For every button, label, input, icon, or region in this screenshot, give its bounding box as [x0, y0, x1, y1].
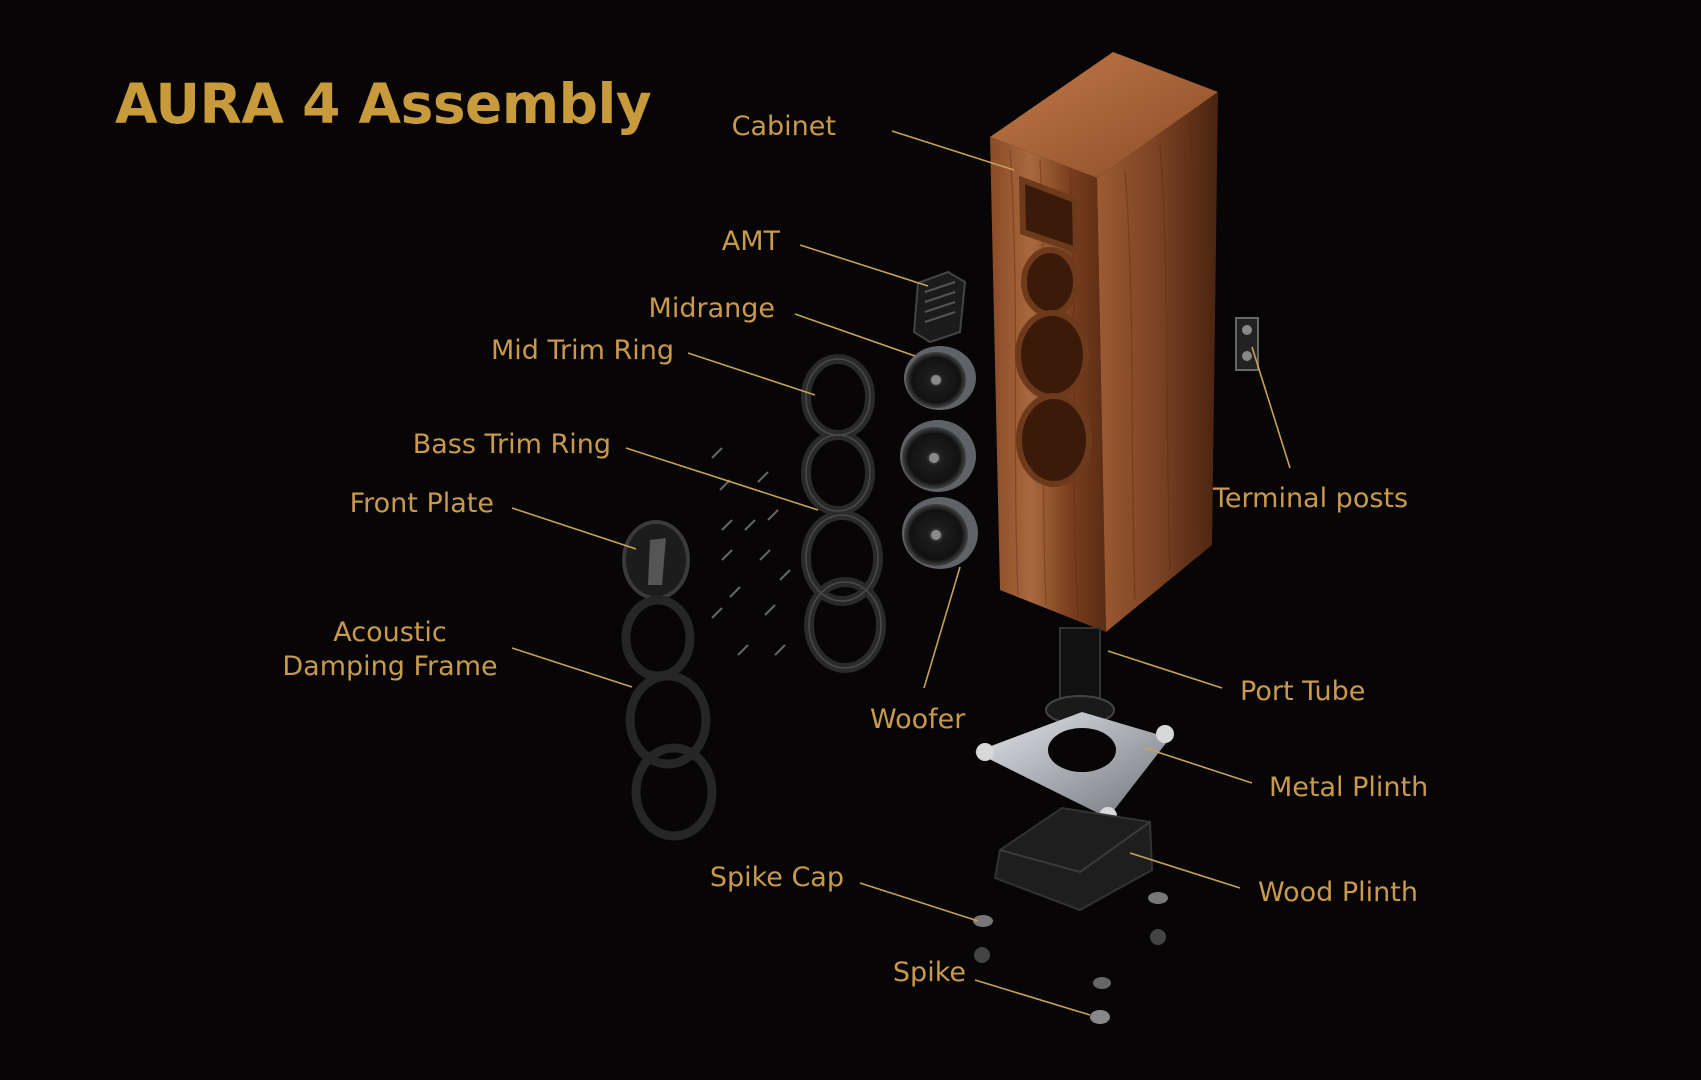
- label-woofer: Woofer: [870, 704, 966, 735]
- wood-plinth-graphic: [993, 806, 1154, 912]
- label-spike: Spike: [892, 957, 966, 988]
- label-acoustic-damping-frame: Acoustic Damping Frame: [280, 616, 500, 684]
- midrange-graphic: [904, 346, 976, 410]
- metal-plinth-graphic: [975, 712, 1174, 825]
- spikes-graphic: [973, 892, 1168, 1024]
- woofer-graphic-lower: [902, 497, 978, 569]
- port-tube-graphic: [1045, 627, 1115, 725]
- cabinet-graphic: [990, 52, 1218, 632]
- label-acoustic-line2: Damping Frame: [282, 651, 498, 682]
- label-bass-trim-ring: Bass Trim Ring: [412, 429, 611, 460]
- diagram-title: AURA 4 Assembly: [115, 72, 652, 136]
- label-amt: AMT: [721, 226, 780, 257]
- label-cabinet: Cabinet: [731, 111, 836, 142]
- label-terminal-posts: Terminal posts: [1213, 483, 1409, 514]
- label-mid-trim-ring: Mid Trim Ring: [490, 335, 674, 366]
- label-front-plate: Front Plate: [349, 488, 494, 519]
- terminal-posts-graphic: [1235, 317, 1259, 371]
- damping-frames-graphic: [621, 595, 717, 841]
- label-midrange: Midrange: [648, 293, 775, 324]
- label-spike-cap: Spike Cap: [709, 862, 844, 893]
- front-plate-graphic: [622, 520, 690, 600]
- amt-graphic: [912, 270, 967, 344]
- label-port-tube: Port Tube: [1240, 676, 1366, 707]
- label-wood-plinth: Wood Plinth: [1258, 877, 1418, 908]
- label-metal-plinth: Metal Plinth: [1269, 772, 1429, 803]
- leader-lines: [511, 130, 1291, 1016]
- woofer-graphic-upper: [900, 420, 976, 492]
- screws-graphic: [711, 447, 791, 656]
- label-acoustic-line1: Acoustic: [333, 617, 447, 648]
